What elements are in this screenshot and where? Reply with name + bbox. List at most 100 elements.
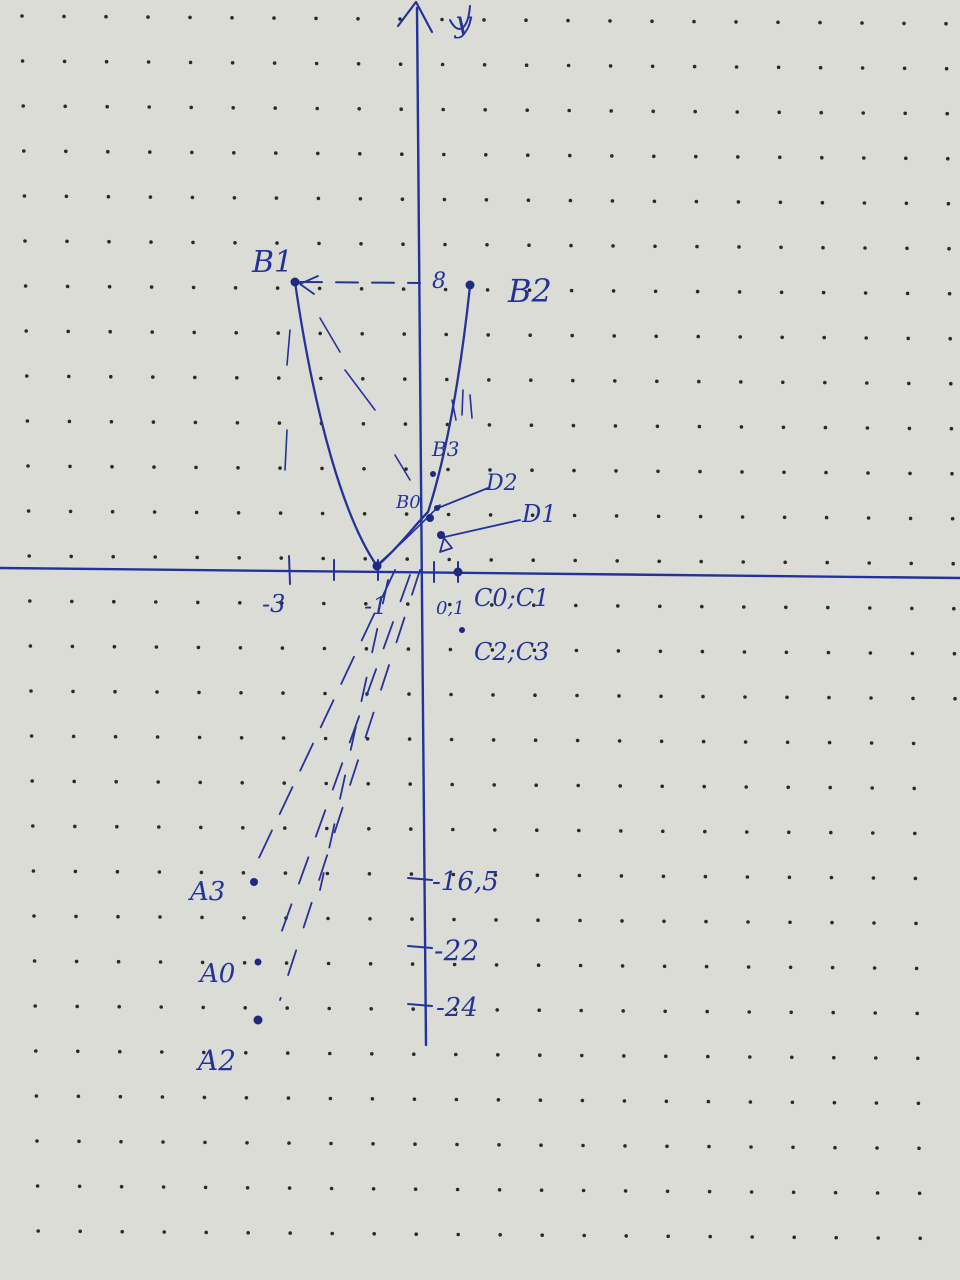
grid-dot: [242, 961, 247, 965]
grid-dot: [917, 1191, 922, 1196]
grid-dot: [115, 869, 120, 874]
grid-dot: [581, 1143, 585, 1148]
point-a2: [253, 1015, 263, 1025]
grid-dot: [661, 874, 666, 879]
grid-dot: [146, 15, 150, 19]
grid-dot: [445, 422, 450, 427]
grid-dot: [26, 464, 30, 468]
grid-dot: [874, 1056, 878, 1060]
grid-dot: [238, 646, 243, 650]
grid-dot: [320, 466, 324, 471]
grid-dot: [699, 559, 703, 564]
grid-dot: [34, 1049, 38, 1053]
label-d2: D2: [485, 471, 518, 496]
dashed-line-a2: [279, 569, 421, 1001]
grid-dot: [319, 376, 323, 381]
grid-dot: [23, 239, 27, 243]
grid-dot: [232, 151, 236, 155]
grid-dot: [190, 195, 195, 200]
grid-dot: [158, 960, 163, 964]
grid-dot: [362, 512, 367, 516]
grid-dot: [493, 828, 497, 832]
grid-dot: [744, 785, 748, 789]
grid-dot: [703, 874, 708, 879]
grid-dot: [820, 155, 824, 160]
grid-dot: [203, 1185, 208, 1190]
grid-dot: [527, 288, 532, 293]
grid-dot: [576, 783, 580, 788]
grid-dot: [535, 873, 540, 877]
grid-dot: [872, 966, 877, 970]
grid-dot: [873, 1011, 877, 1015]
grid-dot: [819, 110, 823, 115]
grid-dot: [64, 194, 69, 199]
grid-dot: [792, 1235, 796, 1240]
grid-dot: [661, 829, 665, 834]
grid-dot: [694, 154, 698, 159]
grid-dot: [398, 62, 403, 66]
grid-dot: [442, 197, 447, 202]
grid-dot: [610, 199, 615, 203]
tick-label-y-neg24: -24: [436, 993, 478, 1023]
grid-dot: [908, 516, 913, 521]
grid-dot: [944, 21, 948, 26]
grid-dot: [902, 66, 907, 71]
grid-dot: [567, 108, 571, 113]
grid-dot: [735, 110, 739, 114]
grid-dot: [905, 246, 909, 251]
grid-dot: [150, 330, 154, 334]
grid-dot: [283, 826, 287, 830]
grid-dot: [76, 1094, 81, 1099]
grid-dot: [444, 332, 449, 337]
grid-dot: [826, 605, 830, 610]
grid-dot: [359, 242, 363, 246]
grid-dot: [483, 108, 488, 112]
grid-dot: [156, 780, 160, 784]
grid-dot: [575, 693, 579, 698]
grid-dot: [489, 558, 494, 562]
grid-dot: [903, 111, 907, 116]
grid-dot: [791, 1190, 796, 1195]
grid-dot: [193, 420, 198, 425]
grid-dot: [526, 198, 531, 202]
grid-dot: [947, 291, 952, 296]
grid-dot: [358, 152, 362, 156]
grid-dot: [821, 245, 825, 250]
grid-dot: [536, 918, 540, 922]
grid-dot: [273, 106, 278, 110]
grid-dot: [280, 646, 285, 650]
grid-dot: [908, 471, 912, 476]
grid-dot: [537, 1008, 541, 1012]
grid-dot: [747, 1010, 751, 1014]
grid-dot: [946, 156, 950, 161]
grid-dot: [356, 62, 361, 66]
grid-dot: [328, 1096, 333, 1101]
grid-dot: [324, 781, 329, 786]
grid-dot: [72, 779, 76, 784]
grid-dot: [105, 104, 109, 109]
grid-dot: [325, 871, 330, 876]
grid-dot: [829, 875, 834, 880]
grid-dot: [243, 1006, 247, 1010]
grid-dot: [785, 695, 789, 700]
grid-dot: [614, 469, 618, 473]
grid-dot: [114, 779, 118, 784]
grid-dot: [527, 243, 531, 247]
grid-dot: [240, 781, 244, 785]
grid-dot: [366, 782, 371, 786]
grid-dot: [404, 512, 409, 516]
grid-dot: [154, 600, 158, 604]
grid-dot: [578, 918, 582, 923]
grid-dot: [654, 334, 658, 339]
grid-dot: [65, 284, 70, 289]
hatch-stroke: [394, 454, 411, 481]
grid-dot: [364, 647, 369, 651]
point-b0: [426, 514, 434, 522]
grid-dot: [330, 1231, 335, 1236]
grid-dot: [621, 1009, 625, 1013]
grid-dot: [409, 827, 413, 831]
grid-dot: [496, 1053, 500, 1057]
grid-dot: [566, 63, 571, 68]
grid-dot: [613, 424, 618, 428]
